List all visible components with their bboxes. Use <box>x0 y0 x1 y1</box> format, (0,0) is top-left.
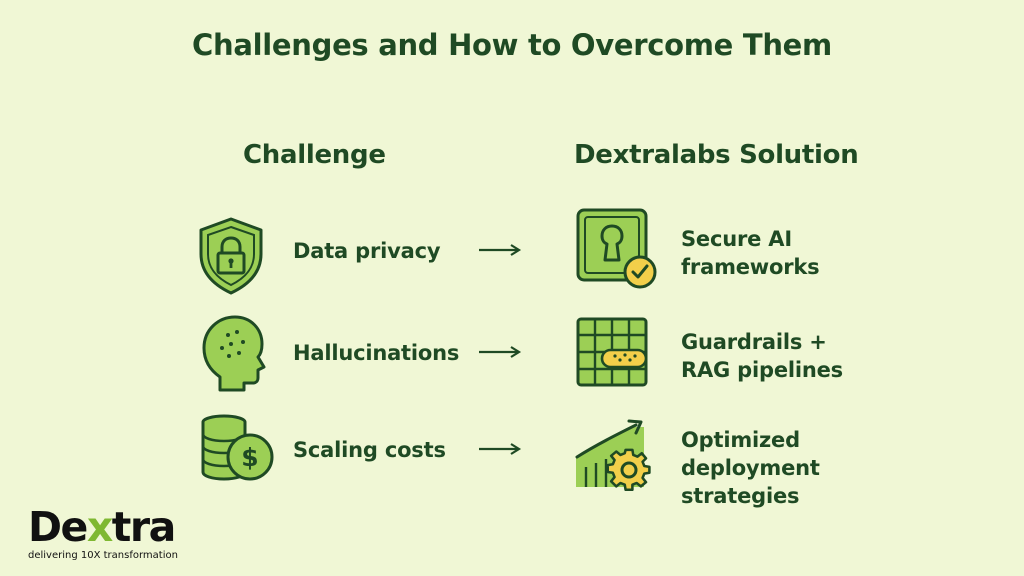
dextra-logo: Dextra delivering 10X transformation <box>28 506 178 561</box>
challenge-column-header: Challenge <box>243 140 386 170</box>
logo-tagline: delivering 10X transformation <box>28 550 178 561</box>
solution-optimized-deployment: Optimized deployment strategies <box>681 428 820 508</box>
challenge-label-hallucinations: Hallucinations <box>293 341 460 365</box>
coins-dollar-icon: $ <box>200 414 276 482</box>
challenge-label-data-privacy: Data privacy <box>293 239 441 263</box>
challenge-label-scaling-costs: Scaling costs <box>293 438 446 462</box>
page-title: Challenges and How to Overcome Them <box>192 28 832 62</box>
arrow-icon <box>478 442 522 456</box>
logo-wordmark: Dextra <box>28 503 176 551</box>
keyhole-check-icon <box>575 208 661 290</box>
solution-secure-ai-frameworks: Secure AI frameworks <box>681 227 820 279</box>
growth-gear-icon <box>574 417 654 491</box>
shield-lock-icon <box>196 216 266 296</box>
solution-guardrails-rag: Guardrails + RAG pipelines <box>681 330 843 382</box>
arrow-icon <box>478 243 522 257</box>
solution-column-header: Dextralabs Solution <box>574 140 859 170</box>
grid-patch-icon <box>576 317 650 389</box>
arrow-icon <box>478 345 522 359</box>
head-brain-icon <box>198 313 266 393</box>
svg-text:$: $ <box>241 443 258 472</box>
